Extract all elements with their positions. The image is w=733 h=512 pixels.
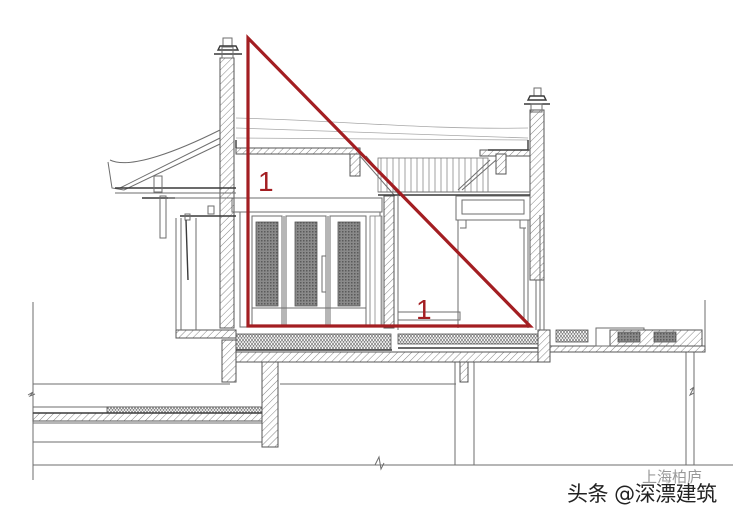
source-watermark: 头条 @深漂建筑师 xyxy=(567,482,717,506)
planter-fill-a xyxy=(617,331,641,343)
retaining-wall xyxy=(261,361,279,448)
right-bay xyxy=(455,195,531,328)
right-chimney-cap xyxy=(533,87,542,97)
horizontal-ratio-label: 1 xyxy=(416,294,432,325)
floor-build-up-left xyxy=(235,333,392,351)
ground-lines xyxy=(27,300,733,480)
right-main-wall xyxy=(529,109,545,281)
lattice-doors xyxy=(251,215,383,327)
beam-stub xyxy=(459,361,469,383)
vertical-ratio-label: 1 xyxy=(258,166,274,197)
bench xyxy=(397,311,461,321)
floor-build-up-right xyxy=(397,333,539,345)
left-eave xyxy=(107,129,236,330)
right-curb-wall xyxy=(537,329,551,363)
slope-triangle-annotation xyxy=(246,34,534,328)
faint-watermark: 上海柏庐 xyxy=(642,468,703,486)
courtyard-gravel xyxy=(555,329,589,343)
interior-column xyxy=(383,195,395,329)
terrace-gravel-layer xyxy=(106,406,263,414)
terrace-slab xyxy=(32,412,264,422)
roof-lines xyxy=(235,117,531,177)
left-step-slab xyxy=(175,329,237,339)
floor-slab xyxy=(235,351,547,363)
planter-fill-b xyxy=(653,331,677,343)
plinth-wall xyxy=(221,339,237,383)
transom-panel xyxy=(231,197,383,213)
courtyard-slab xyxy=(549,345,706,353)
